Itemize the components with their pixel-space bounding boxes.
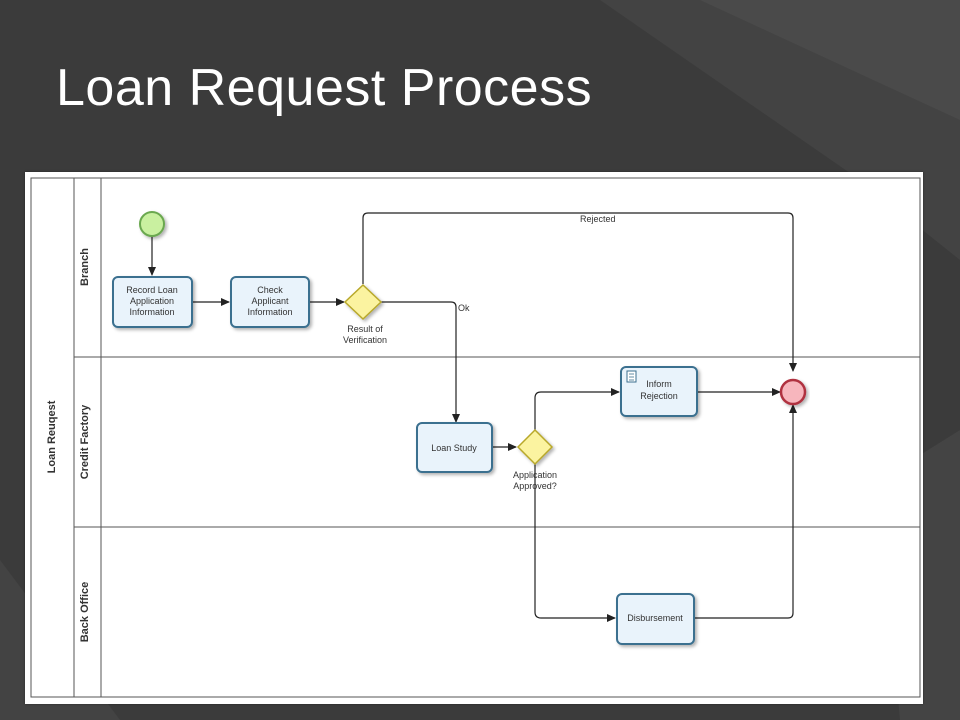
lane-label-branch: Branch [79,248,91,286]
slide-title: Loan Request Process [56,59,593,117]
task-loan-study[interactable]: Loan Study [416,422,493,473]
task-label-line: Loan Study [431,443,477,453]
task-label-line: Disbursement [627,613,683,623]
task-inform-rejection[interactable]: Inform Rejection [620,366,698,417]
gateway-verification[interactable] [343,283,383,321]
script-task-icon [626,370,637,383]
task-label-line: Record Loan [126,285,178,295]
pool-label: Loan Reuqest [46,400,58,473]
task-label-line: Rejection [640,391,678,401]
task-label-line: Applicant [251,296,289,306]
gateway-label-line: Application [513,470,557,480]
end-event[interactable] [779,378,807,406]
start-event[interactable] [139,211,165,237]
task-label-line: Information [247,307,292,317]
sequence-flows [148,212,797,622]
task-check-applicant[interactable]: Check Applicant Information [230,276,310,328]
process-diagram: Loan Reuqest Branch Credit Factory Back … [25,172,923,704]
bpmn-diagram: Loan Reuqest Branch Credit Factory Back … [30,177,921,698]
task-label-line: Inform [646,379,672,389]
lane-label-back-office: Back Office [79,582,91,643]
lane-label-credit-factory: Credit Factory [79,404,91,479]
flow-disbursement-to-end [695,404,797,619]
flow-to-inform-rejection [534,388,620,430]
flow-rejected [362,212,797,372]
task-label-line: Information [129,307,174,317]
task-label-line: Application [130,296,174,306]
flow-to-disbursement [534,464,616,622]
gateway-approval[interactable] [516,428,554,466]
task-disbursement[interactable]: Disbursement [616,593,695,645]
task-record-loan[interactable]: Record Loan Application Information [112,276,193,328]
flow-ok [381,301,460,423]
flow-label-rejected: Rejected [580,214,616,224]
gateway-label-line: Verification [343,335,387,345]
flow-label-ok: Ok [458,303,470,313]
gateway-label-line: Result of [347,324,383,334]
gateway-label-line: Approved? [513,481,557,491]
task-label-line: Check [257,285,283,295]
